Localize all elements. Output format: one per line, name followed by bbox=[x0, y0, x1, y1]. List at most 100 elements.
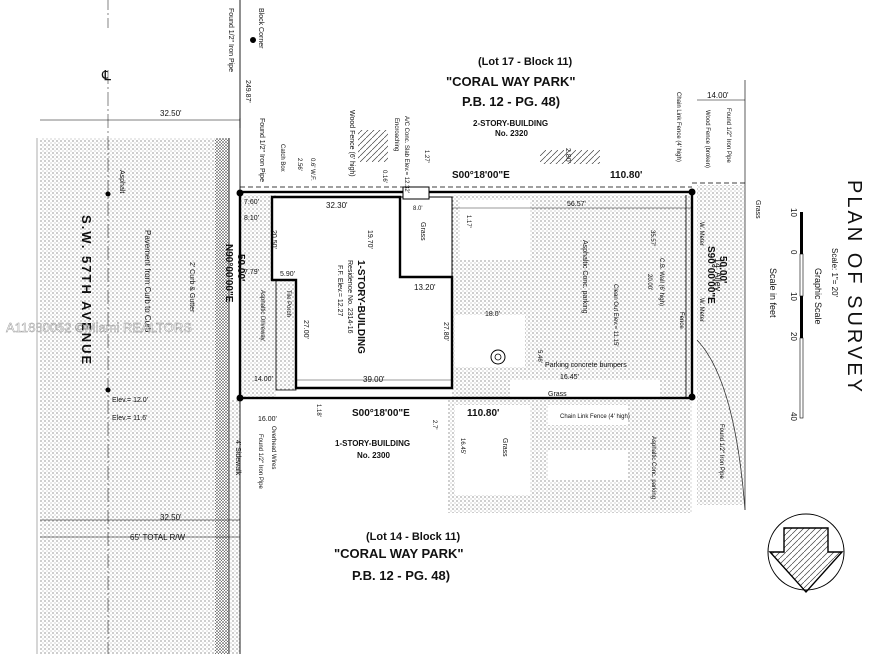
alley-name: 14' Alley bbox=[713, 258, 723, 292]
south-building-number: No. 2300 bbox=[357, 451, 390, 460]
north-building-number: No. 2320 bbox=[495, 129, 528, 138]
sidewalk bbox=[229, 400, 240, 654]
block-corner: Block Corner bbox=[257, 8, 264, 49]
grass-south-lot: Grass bbox=[501, 438, 508, 457]
catch-box: Catch Box bbox=[279, 144, 285, 172]
grass-court: Grass bbox=[419, 222, 426, 241]
dim-06: 0.6' W.F. bbox=[309, 158, 315, 181]
dim-3900: 39.00' bbox=[363, 375, 385, 384]
dim-3557: 35.57' bbox=[649, 230, 655, 246]
north-bearing: S00°18'00"E bbox=[452, 170, 510, 181]
dim-016: 0.16' bbox=[381, 170, 387, 183]
dim-1645b: 16.45' bbox=[459, 438, 465, 454]
encroaching: Encroaching bbox=[393, 118, 399, 151]
fence-label: Fence bbox=[678, 312, 684, 329]
wood-fence-ne: Wood Fence (broken) bbox=[704, 110, 710, 168]
half-row-top: 32.50' bbox=[160, 109, 182, 118]
scale-tick: 10 bbox=[789, 292, 798, 301]
dim-180: 18.0' bbox=[485, 311, 500, 318]
scale-tick: 10 bbox=[789, 208, 798, 217]
dim-760: 7.60' bbox=[244, 199, 259, 206]
dim-127: 1.27' bbox=[423, 150, 429, 163]
dim-5657: 56.57' bbox=[567, 201, 586, 208]
dim-24987: 249.87' bbox=[244, 80, 251, 103]
south-bearing: S00°18'00"E bbox=[352, 408, 410, 419]
ac-slab: A/C Conc. Slab Elev.= 12.32' bbox=[403, 116, 409, 193]
dim-2700: 27.00' bbox=[302, 320, 309, 339]
elev-2: Elev.= 11.6' bbox=[112, 415, 148, 422]
found-pipe-w: Found 1/2" Iron Pipe bbox=[258, 118, 265, 182]
dim-27: 2.7' bbox=[431, 420, 437, 430]
cb-wall: C.B. Wall (6' high) bbox=[658, 258, 664, 306]
north-building-name: 2-STORY-BUILDING bbox=[473, 119, 548, 128]
property-boundary bbox=[238, 190, 694, 400]
alley bbox=[697, 185, 745, 505]
dim-1645: 16.45' bbox=[560, 374, 579, 381]
dim-810: 8.10' bbox=[244, 215, 259, 222]
dim-2050: 20.50' bbox=[270, 230, 277, 249]
alley-width: 14.00' bbox=[707, 91, 729, 100]
water-meter-2: W. Meter bbox=[698, 298, 704, 322]
north-arrow-icon bbox=[767, 513, 845, 594]
found-pipe-sw: Found 1/2" Iron Pipe bbox=[257, 434, 263, 489]
scale-tick: 40 bbox=[789, 412, 798, 421]
north-subdivision: "CORAL WAY PARK" bbox=[446, 74, 576, 89]
water-meter-1: W. Meter bbox=[698, 222, 704, 246]
north-plat: P.B. 12 - PG. 48) bbox=[462, 94, 560, 109]
asphaltic-drive: Asphaltic Driveway bbox=[259, 290, 265, 341]
grass-ne: Grass bbox=[754, 200, 761, 219]
dim-779: 7.79' bbox=[244, 269, 259, 276]
subject-ffe: F.F. Elev.= 12.27 bbox=[336, 265, 343, 317]
street-pavement bbox=[40, 138, 215, 654]
dim-590: 5.90' bbox=[280, 271, 295, 278]
dim-256: 2.56' bbox=[296, 158, 302, 171]
south-distance: 110.80' bbox=[467, 408, 499, 419]
east-bearing: S90°00'00"E bbox=[705, 246, 716, 304]
subject-residence: Residence No. 2314-16 bbox=[346, 260, 353, 334]
total-row-label: 65' TOTAL R/W bbox=[130, 533, 185, 542]
asphaltic-parking: Asphaltic Conc. parking bbox=[581, 240, 588, 314]
west-bearing: N90°00'00"E bbox=[223, 244, 234, 303]
overhead-wires: Overhead Wires bbox=[270, 426, 276, 469]
chain-fence-n: Chain Link Fence (4' high) bbox=[675, 92, 681, 162]
south-lot-label: (Lot 14 - Block 11) bbox=[366, 531, 460, 543]
south-plat: P.B. 12 - PG. 48) bbox=[352, 568, 450, 583]
curb-strip bbox=[215, 138, 229, 654]
elev-1: Elev.= 12.0' bbox=[112, 397, 148, 404]
half-row-bottom: 32.50' bbox=[160, 513, 182, 522]
parking-bumpers: Parking concrete bumpers bbox=[545, 362, 627, 369]
dim-1600: 16.00' bbox=[258, 416, 277, 423]
title-main: PLAN OF SURVEY bbox=[843, 180, 865, 395]
dim-1970: 19.70' bbox=[366, 230, 373, 249]
curb-label: 2' Curb & Gutter bbox=[188, 262, 195, 313]
dim-546: 5.46' bbox=[536, 350, 542, 363]
dim-280: 2.80' bbox=[564, 148, 571, 163]
scale-tick: 0 bbox=[789, 250, 798, 255]
grass-south: Grass bbox=[548, 391, 567, 398]
pavement-label: Pavement from Curb to Curb bbox=[143, 230, 152, 333]
found-pipe-se: Found 1/2" Iron Pipe bbox=[718, 424, 724, 479]
dim-80: 8.0' bbox=[413, 206, 423, 212]
chain-fence-s: Chain Link Fence (4' high) bbox=[560, 414, 630, 420]
north-distance: 110.80' bbox=[610, 170, 642, 181]
wood-fence-n: Wood Fence (6' high) bbox=[348, 110, 355, 177]
dim-2780: 27.80' bbox=[442, 322, 449, 341]
south-subdivision: "CORAL WAY PARK" bbox=[334, 546, 464, 561]
title-graphic: Graphic Scale bbox=[813, 268, 823, 325]
dim-1400: 14.00' bbox=[254, 376, 273, 383]
east-distance: 50.00' bbox=[717, 256, 728, 283]
subject-building-name: 1-STORY-BUILDING bbox=[355, 260, 366, 354]
north-lot-label: (Lot 17 - Block 11) bbox=[478, 56, 572, 68]
dim-117: 1.17' bbox=[465, 215, 471, 228]
dim-118: 1.18' bbox=[315, 404, 321, 417]
sidewalk-label: 4' Sidewalk bbox=[234, 440, 241, 476]
south-building-name: 1-STORY-BUILDING bbox=[335, 439, 410, 448]
dim-1320: 13.20' bbox=[414, 283, 436, 292]
watermark: A11880052 ©Miami REALTORS bbox=[6, 320, 192, 335]
clean-out: Clean Out Elev.= 11.15' bbox=[612, 284, 618, 346]
tile-porch: Tile Porch bbox=[285, 290, 291, 317]
dim-2000: 20.00' bbox=[646, 274, 652, 290]
dim-3230: 32.30' bbox=[326, 201, 348, 210]
